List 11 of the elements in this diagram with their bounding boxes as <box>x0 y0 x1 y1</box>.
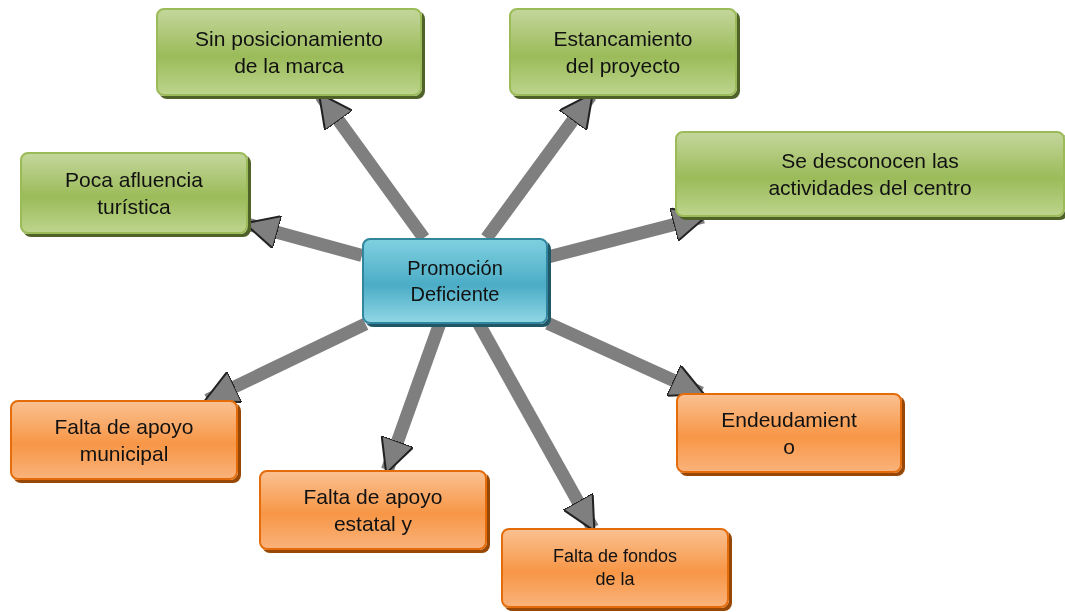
cause-box: Endeudamient o <box>676 393 902 473</box>
central-problem-box: Promoción Deficiente <box>362 238 548 324</box>
effect-box: Sin posicionamiento de la marca <box>156 8 422 96</box>
block-arrow <box>545 317 706 399</box>
cause-box: Falta de apoyo municipal <box>10 400 238 480</box>
cause-box: Falta de fondos de la <box>501 528 729 608</box>
effect-box: Estancamiento del proyecto <box>509 8 737 96</box>
effect-box: Se desconocen las actividades del centro <box>675 131 1065 217</box>
block-arrow <box>203 318 369 406</box>
effect-box: Poca afluencia turística <box>20 152 248 234</box>
cause-box: Falta de apoyo estatal y <box>259 470 487 550</box>
